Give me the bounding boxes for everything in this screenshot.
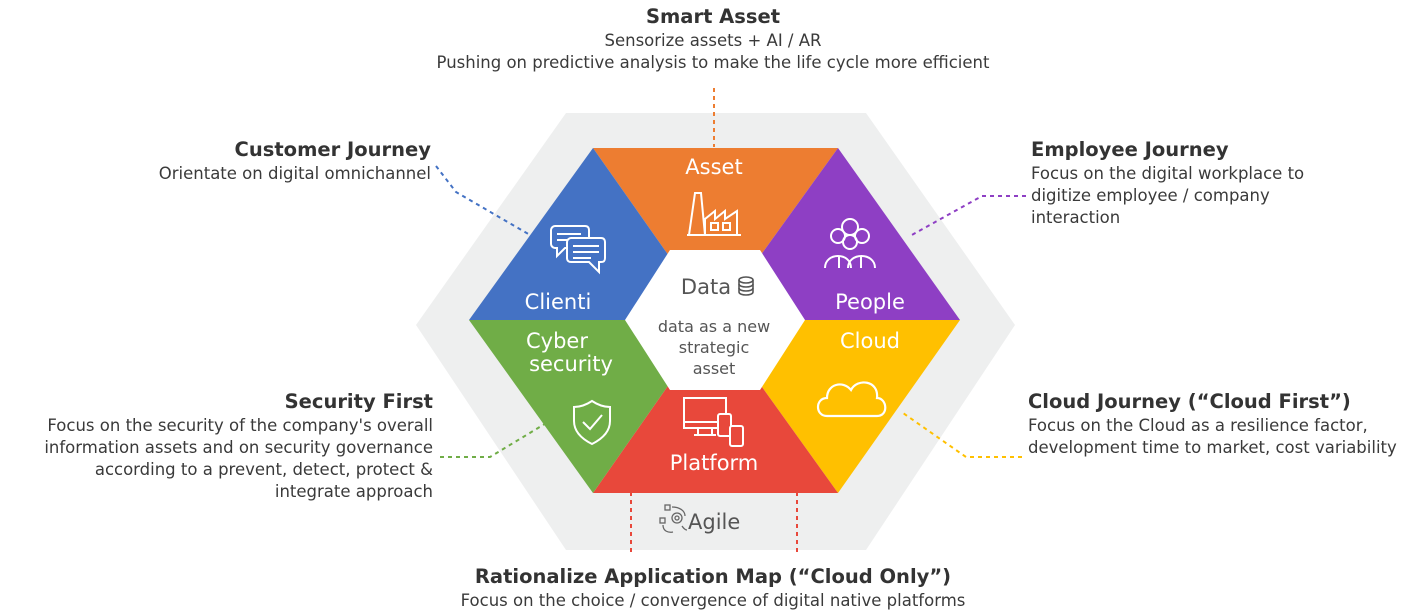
database-icon — [738, 276, 754, 296]
segment-cyber-security — [469, 320, 714, 493]
label-smart-asset-title: Smart Asset — [645, 5, 781, 28]
label-employee-journey-line1: Focus on the digital workplace to — [1031, 164, 1305, 183]
segment-label-cyber-line1: Cyber — [526, 329, 588, 353]
agile-cycle-icon — [659, 504, 688, 533]
cloud-icon — [816, 381, 887, 418]
label-employee-journey-title: Employee Journey — [1031, 138, 1229, 161]
label-security-first-line2: information assets and on security gover… — [44, 438, 433, 457]
label-cloud-journey-title: Cloud Journey (“Cloud First”) — [1028, 390, 1351, 413]
label-smart-asset-line1: Sensorize assets + AI / AR — [604, 31, 822, 50]
center-title: Data — [681, 275, 731, 299]
label-rationalize-title: Rationalize Application Map (“Cloud Only… — [474, 565, 952, 588]
label-security-first: Security First Focus on the security of … — [0, 389, 433, 503]
segment-label-cyber-line2: security — [529, 352, 613, 376]
connector-security-first — [440, 421, 549, 458]
center-hexagon — [625, 250, 805, 390]
segment-label-clienti: Clienti — [525, 290, 592, 314]
label-customer-journey-title: Customer Journey — [234, 138, 431, 161]
label-customer-journey: Customer Journey Orientate on digital om… — [0, 137, 431, 185]
label-security-first-title: Security First — [284, 390, 433, 413]
segment-label-cloud: Cloud — [840, 329, 900, 353]
segment-platform — [593, 320, 838, 493]
label-cloud-journey-line1: Focus on the Cloud as a resilience facto… — [1028, 416, 1368, 435]
label-cloud-journey-line2: development time to market, cost variabi… — [1028, 438, 1397, 457]
label-security-first-line4: integrate approach — [274, 482, 433, 501]
label-smart-asset: Smart Asset Sensorize assets + AI / AR P… — [313, 4, 1113, 74]
segment-label-people: People — [835, 290, 905, 314]
label-security-first-line1: Focus on the security of the company's o… — [47, 416, 433, 435]
center-line-2: strategic — [679, 338, 750, 357]
label-rationalize: Rationalize Application Map (“Cloud Only… — [313, 564, 1113, 612]
label-smart-asset-line2: Pushing on predictive analysis to make t… — [436, 53, 990, 72]
connector-cloud-journey — [902, 412, 1022, 458]
label-rationalize-line1: Focus on the choice / convergence of dig… — [460, 591, 966, 610]
center-line-3: asset — [693, 359, 736, 378]
label-employee-journey-line3: interaction — [1031, 208, 1121, 227]
factory-icon — [687, 192, 741, 236]
agile-label: Agile — [688, 510, 740, 534]
segment-label-platform: Platform — [670, 451, 759, 475]
center-line-1: data as a new — [658, 317, 770, 336]
devices-icon — [683, 397, 744, 447]
connector-customer-journey — [435, 165, 531, 236]
label-cloud-journey: Cloud Journey (“Cloud First”) Focus on t… — [1028, 389, 1397, 459]
label-security-first-line3: according to a prevent, detect, protect … — [94, 460, 433, 479]
connector-employee-journey — [909, 195, 1026, 237]
segment-label-asset: Asset — [685, 155, 742, 179]
label-customer-journey-line1: Orientate on digital omnichannel — [158, 164, 431, 183]
label-employee-journey-line2: digitize employee / company — [1031, 186, 1270, 205]
shield-check-icon — [573, 399, 611, 446]
people-group-icon — [824, 218, 876, 269]
label-employee-journey: Employee Journey Focus on the digital wo… — [1031, 137, 1304, 229]
chat-bubbles-icon — [550, 225, 606, 275]
